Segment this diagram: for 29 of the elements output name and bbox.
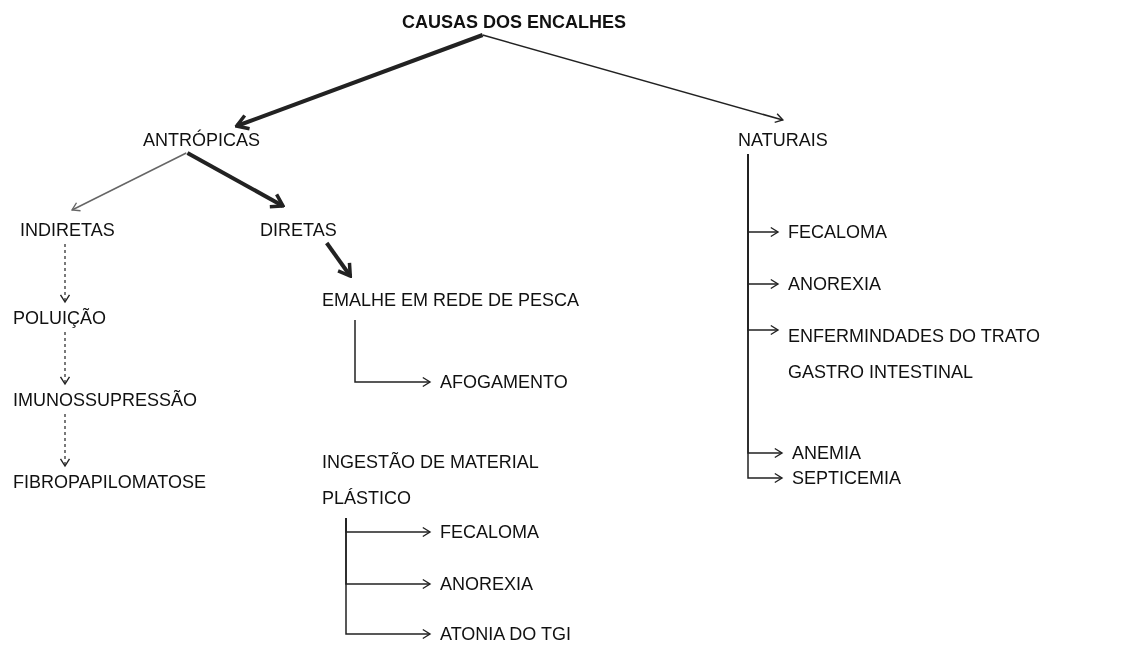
arrow bbox=[59, 413, 71, 467]
arrow bbox=[345, 517, 431, 640]
node-text: INGESTÃO DE MATERIAL PLÁSTICO bbox=[322, 451, 540, 510]
node-text: ANTRÓPICAS bbox=[143, 128, 261, 152]
node-text: ANOREXIA bbox=[788, 273, 882, 296]
node-text: ANOREXIA bbox=[440, 573, 534, 596]
node-text: AFOGAMENTO bbox=[440, 371, 568, 394]
arrow bbox=[234, 33, 484, 131]
node-text: ENFERMINDADES DO TRATO GASTRO INTESTINAL bbox=[788, 325, 1042, 384]
node-text: POLUIÇÃO bbox=[13, 307, 107, 330]
arrow bbox=[186, 151, 285, 209]
node-text: FECALOMA bbox=[440, 521, 540, 544]
node-text: SEPTICEMIA bbox=[792, 467, 902, 490]
node-text: FIBROPAPILOMATOSE bbox=[13, 471, 207, 494]
node-text: ATONIA DO TGI bbox=[440, 623, 572, 646]
node-text: INDIRETAS bbox=[20, 219, 115, 242]
arrow bbox=[59, 243, 71, 303]
arrow bbox=[59, 331, 71, 385]
node-text: EMALHE EM REDE DE PESCA bbox=[322, 289, 581, 312]
arrow bbox=[481, 34, 784, 124]
node-text: IMUNOSSUPRESSÃO bbox=[13, 389, 198, 412]
arrow bbox=[354, 319, 431, 388]
arrow bbox=[325, 241, 353, 278]
node-text: DIRETAS bbox=[260, 219, 337, 242]
node-text: NATURAIS bbox=[738, 129, 828, 152]
title-text: CAUSAS DOS ENCALHES bbox=[402, 11, 628, 34]
arrow bbox=[71, 152, 188, 212]
node-text: ANEMIA bbox=[792, 442, 861, 465]
node-text: FECALOMA bbox=[788, 221, 888, 244]
